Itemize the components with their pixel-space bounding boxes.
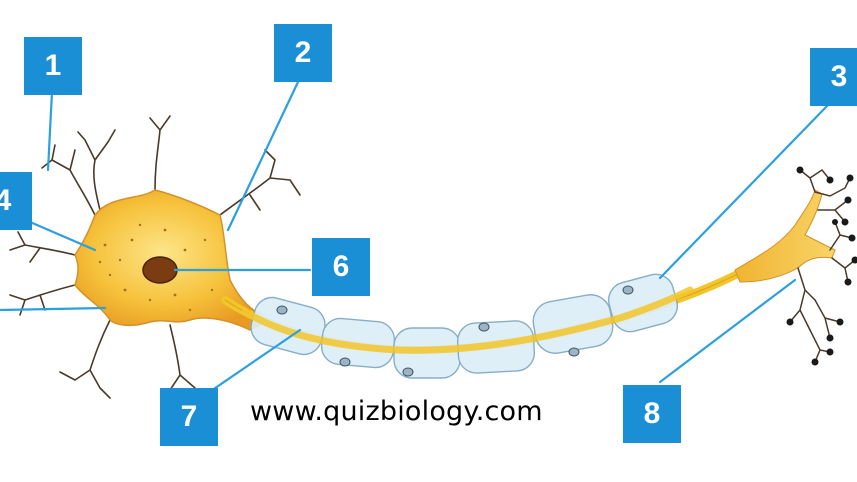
watermark-text: www.quizbiology.com: [250, 396, 543, 427]
label-4: 4: [0, 172, 32, 230]
label-6: 6: [312, 238, 370, 296]
cytoplasm-granules: [98, 223, 214, 312]
nucleus: [142, 256, 178, 284]
schwann-nuclei: [276, 285, 634, 377]
label-3: 3: [810, 48, 857, 106]
leader-line-3: [658, 103, 830, 280]
leader-line-7: [203, 328, 302, 397]
label-7: 7: [160, 388, 218, 446]
leader-line-2: [226, 80, 300, 232]
label-1: 1: [24, 37, 82, 95]
dendrites: [9, 115, 301, 399]
synaptic-knobs: [786, 166, 857, 366]
leader-line-4: [28, 220, 97, 252]
label-8: 8: [623, 385, 681, 443]
label-2: 2: [274, 24, 332, 82]
leader-lines: [0, 80, 830, 397]
axon-terminal: [734, 189, 836, 283]
leader-line-1: [46, 90, 54, 172]
leader-line-5: [0, 306, 107, 312]
leader-line-8: [658, 278, 797, 384]
cell-body: [74, 189, 272, 331]
